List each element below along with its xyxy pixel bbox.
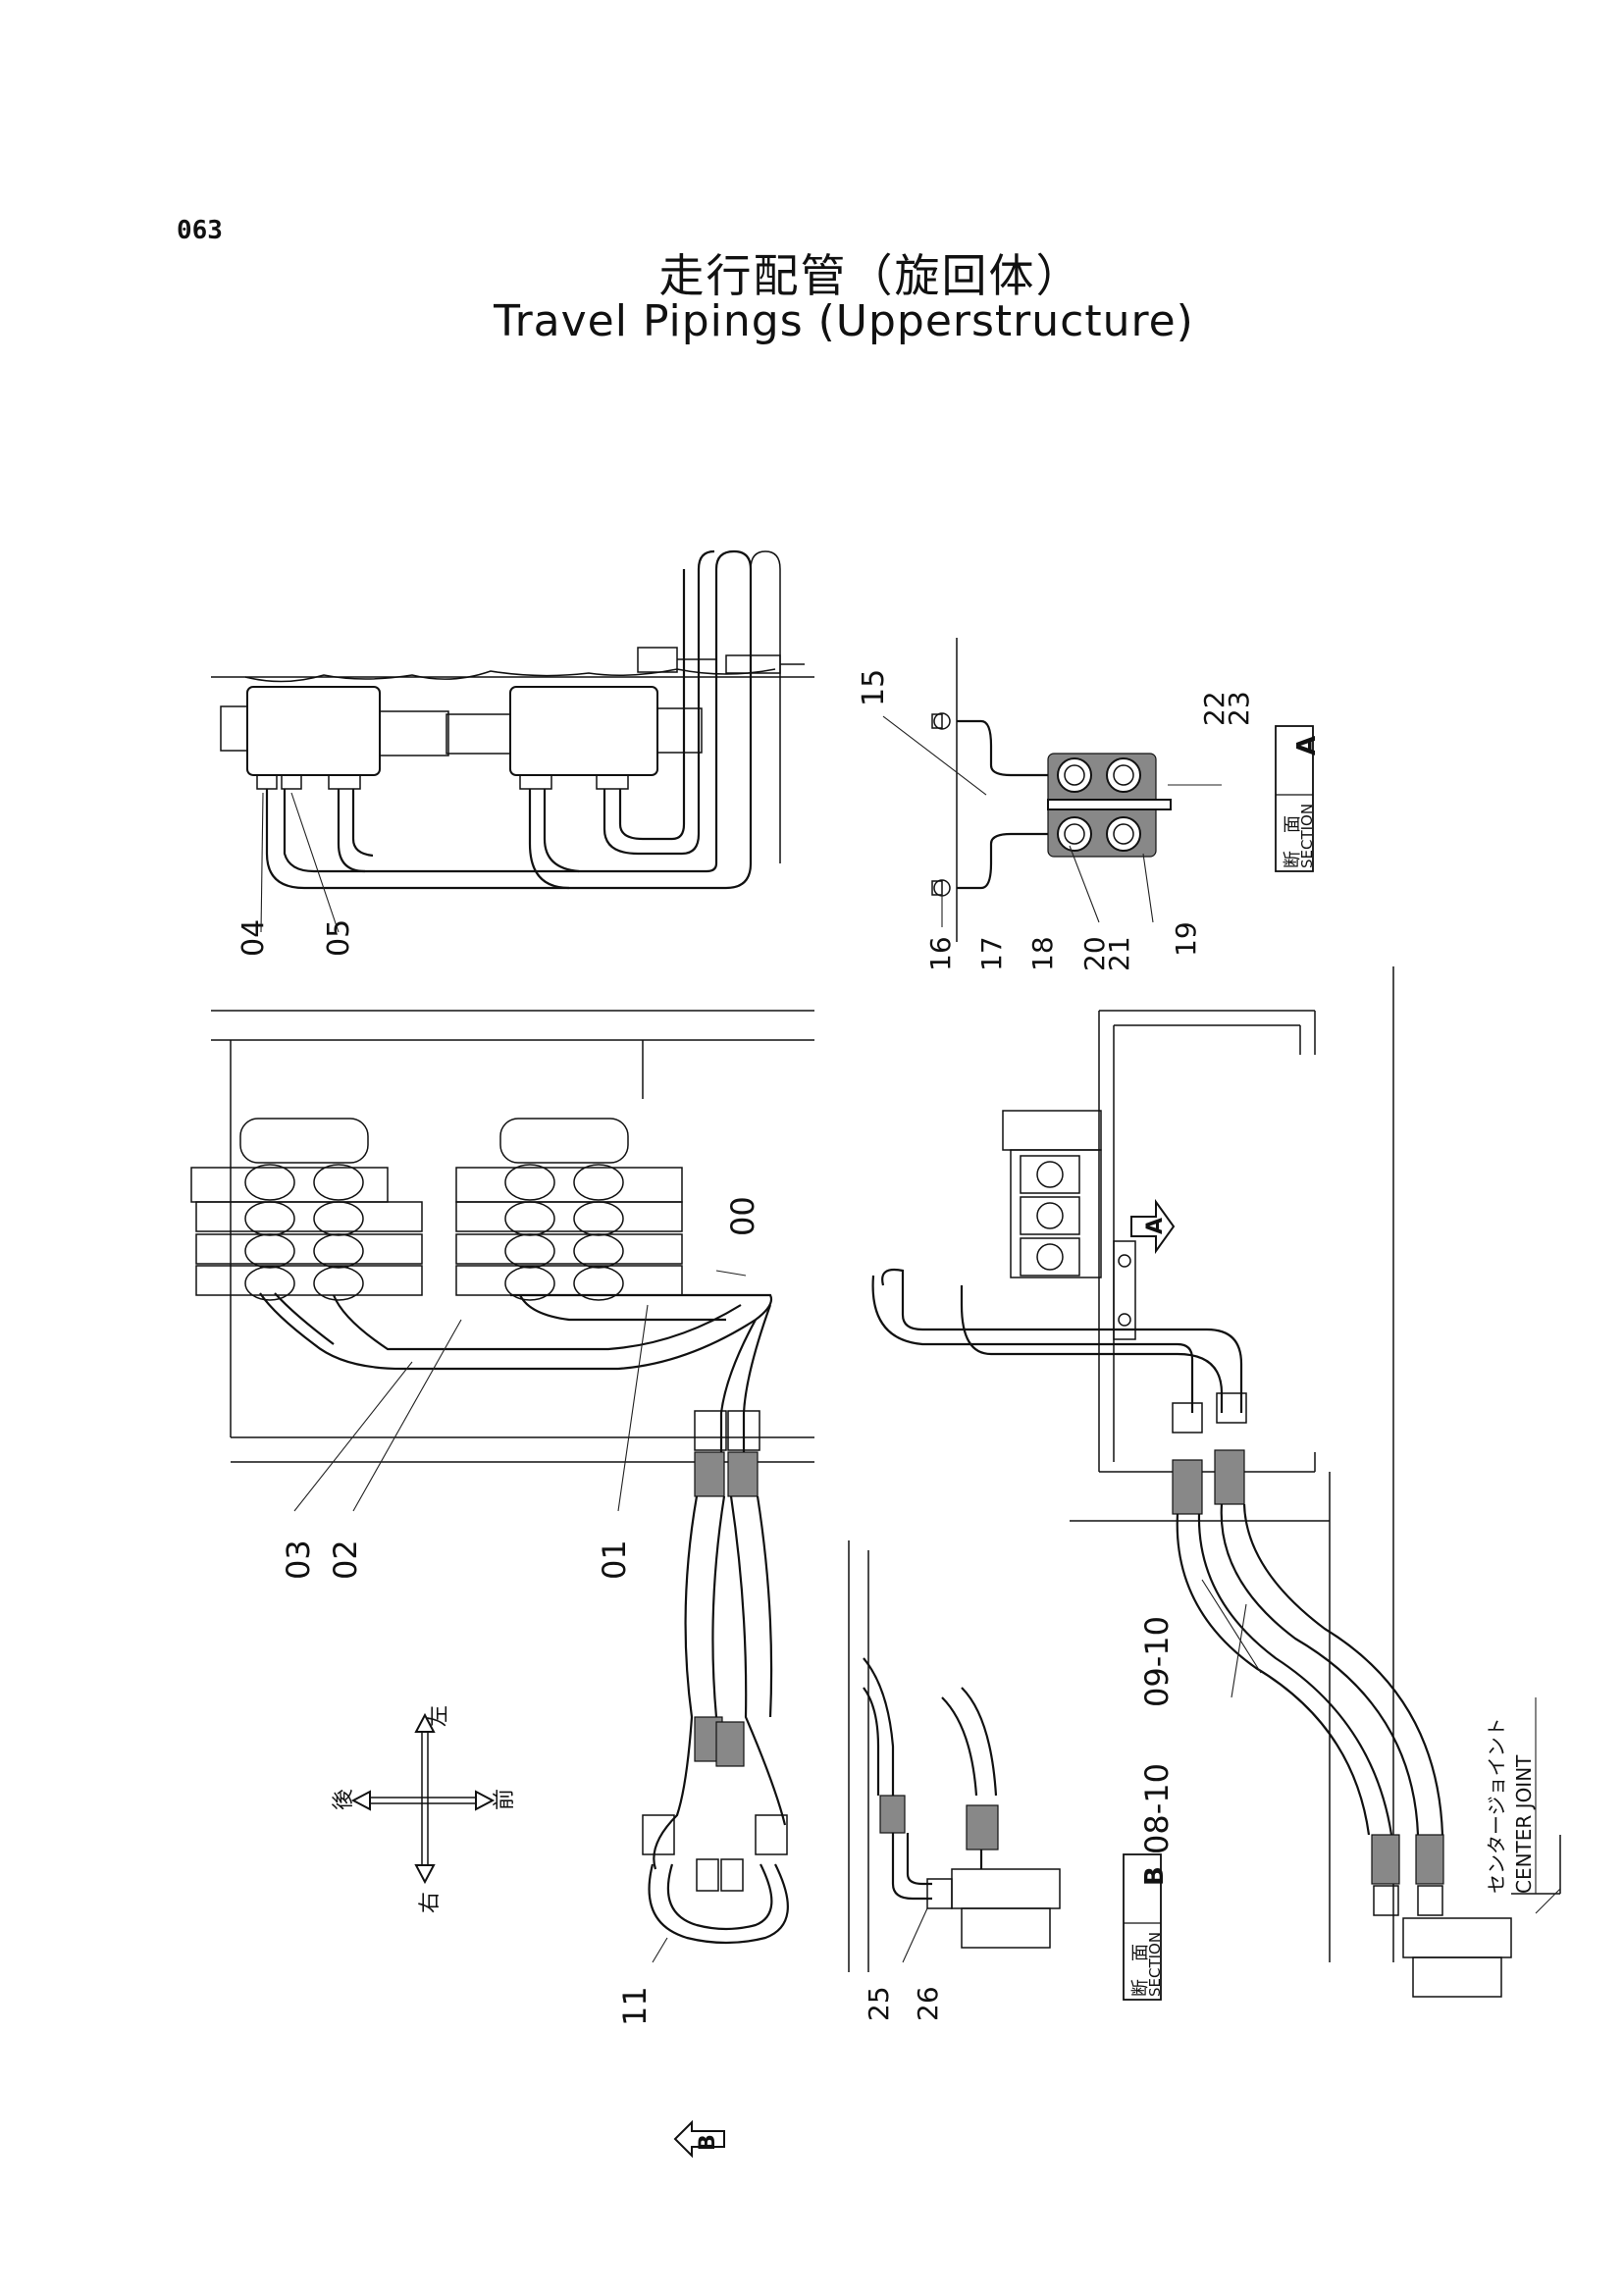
page-title-japanese: 走行配管（旋回体） (658, 249, 1083, 302)
center-joint-jp: センタージョイント (1485, 1717, 1508, 1894)
section-b-letter: B (1140, 1866, 1170, 1886)
compass-rear: 後 (332, 1789, 356, 1810)
compass-left: 左 (427, 1705, 451, 1727)
callout-08-10: 08-10 (1138, 1763, 1176, 1854)
callout-09-10: 09-10 (1138, 1616, 1176, 1707)
section-a-drawing (882, 638, 1222, 942)
callout-04: 04 (236, 919, 271, 957)
callout-17: 17 (975, 936, 1008, 971)
section-b-jp: 断 面 (1130, 1944, 1151, 1997)
callout-26: 26 (912, 1986, 944, 2021)
section-a-jp: 断 面 (1283, 815, 1303, 868)
center-joint-en: CENTER JOINT (1512, 1754, 1536, 1894)
page-number: 063 (177, 216, 223, 245)
direction-compass (350, 1712, 496, 1885)
callout-01: 01 (596, 1539, 633, 1580)
callout-23: 23 (1223, 691, 1255, 726)
callout-03: 03 (280, 1539, 317, 1580)
section-b-drawing (848, 1540, 1061, 1972)
callout-20: 20 (1078, 936, 1111, 971)
callout-21: 21 (1103, 936, 1135, 971)
section-a-label (1275, 725, 1314, 872)
callout-05: 05 (322, 919, 356, 957)
view-a-letter: A (1143, 1218, 1168, 1234)
view-b-marker (673, 2119, 725, 2159)
callout-00: 00 (724, 1196, 761, 1236)
section-a-en: SECTION (1298, 804, 1316, 868)
callout-15: 15 (857, 669, 891, 706)
callout-22: 22 (1198, 691, 1231, 726)
page-title-english: Travel Pipings (Upperstructure) (494, 296, 1194, 346)
section-b-label (1123, 1853, 1162, 2001)
section-a-letter: A (1292, 736, 1322, 756)
compass-right: 右 (418, 1892, 443, 1913)
callout-18: 18 (1026, 936, 1059, 971)
top-valve-view (211, 549, 814, 933)
compass-front: 前 (493, 1789, 517, 1810)
callout-19: 19 (1170, 921, 1202, 957)
callout-02: 02 (327, 1539, 364, 1580)
section-b-en: SECTION (1146, 1932, 1164, 1997)
callout-25: 25 (863, 1986, 895, 2021)
center-joint-view (871, 966, 1561, 1998)
callout-16: 16 (924, 936, 957, 971)
valve-bank-view (190, 1010, 814, 1963)
callout-11: 11 (616, 1986, 654, 2026)
view-b-letter: B (696, 2134, 720, 2151)
